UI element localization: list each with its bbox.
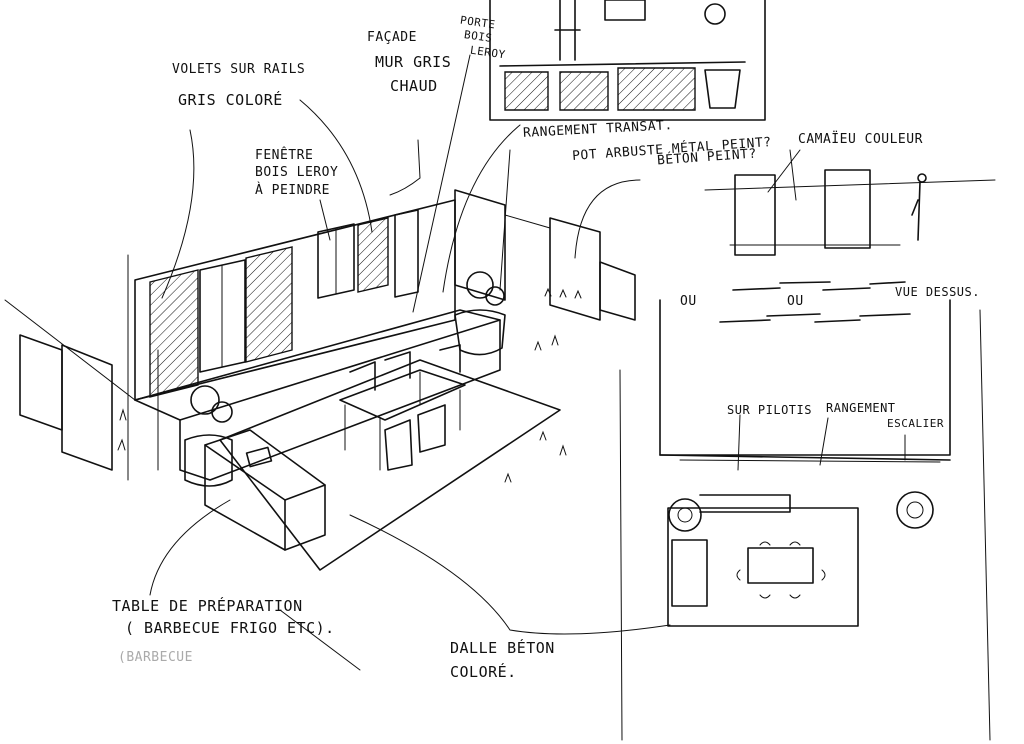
label-camaieu: Camaïeu couleur [798, 132, 923, 147]
label-table-prep: Table de préparation [112, 597, 303, 615]
label-escalier: Escalier [887, 417, 944, 430]
label-volets-color: Gris coloré [178, 91, 283, 109]
shutter [149, 269, 199, 398]
label-fenetre-wood: bois Leroy [255, 165, 339, 180]
label-table-prep-detail: ( Barbecue Frigo etc). [125, 619, 335, 637]
terrace-slab [219, 359, 561, 571]
shutter [357, 217, 389, 293]
planter [184, 434, 233, 487]
perspective-view [4, 189, 636, 571]
label-ou-2: ou [787, 294, 804, 309]
label-fenetre: Fenêtre [255, 148, 314, 163]
window-outline [317, 223, 355, 299]
door-outline [394, 209, 419, 298]
label-fenetre-paint: à peindre [255, 183, 330, 198]
label-facade-warm: chaud [390, 77, 438, 95]
label-dalle-color: coloré. [450, 663, 517, 681]
label-table-prep-faint: (Barbecue [118, 650, 193, 665]
label-volets: Volets sur rails [172, 62, 306, 77]
shutter [245, 246, 293, 363]
label-rangement: Rangement [826, 401, 896, 415]
elevation-view [489, 0, 766, 121]
planter [454, 309, 506, 356]
label-vue-dessus: vue dessus. [895, 285, 980, 299]
annotation-arrows [149, 54, 906, 671]
plan-view [619, 299, 991, 741]
label-sur-pilotis: sur pilotis [727, 403, 812, 417]
label-facade-wall: mur gris [375, 53, 452, 71]
label-ou-1: ou [680, 294, 697, 309]
label-facade: Façade [367, 30, 417, 45]
color-panels [704, 169, 996, 323]
label-dalle: Dalle béton [450, 639, 555, 657]
